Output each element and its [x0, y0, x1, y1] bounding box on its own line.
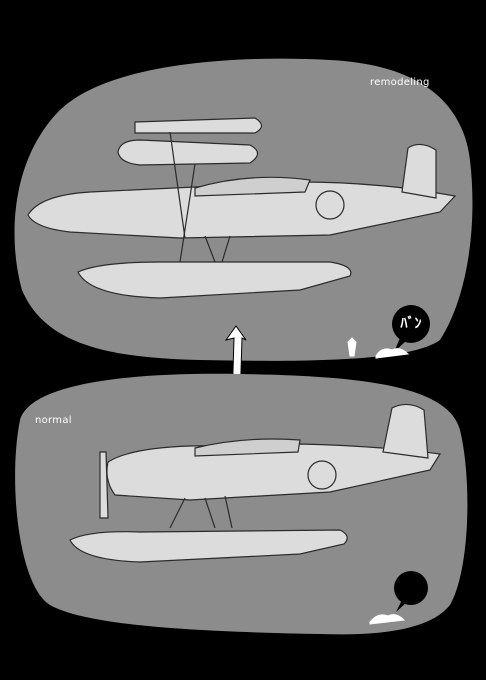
normal-aircraft: [69, 403, 442, 563]
speech-bubble-icon: [394, 571, 428, 605]
tail-fin: [401, 143, 437, 199]
strut-1: [169, 497, 186, 529]
main-float: [77, 261, 352, 299]
panel-bottom-blob: [15, 373, 468, 635]
speech-bubble-icon: [392, 305, 430, 343]
speech-bubble-bottom: [394, 571, 428, 612]
strut-2: [179, 163, 196, 263]
upper-pod-2: [117, 139, 259, 166]
fuselage: [27, 181, 457, 239]
strut-3: [204, 235, 216, 263]
panel-top-label: remodeling: [370, 77, 430, 88]
fuselage: [106, 443, 442, 501]
rubble-bottom: [369, 614, 406, 625]
main-float: [69, 529, 348, 563]
roundel: [307, 460, 337, 490]
strut-4: [221, 235, 231, 263]
upper-pod-1: [134, 117, 263, 134]
rubble: [369, 614, 406, 625]
strut-2: [204, 497, 216, 529]
propeller: [99, 451, 109, 519]
panel-bottom: [15, 373, 468, 635]
canopy: [194, 438, 301, 457]
speech-bubble-tail: [396, 600, 407, 612]
canopy: [194, 176, 311, 197]
strut-3: [224, 495, 233, 529]
strut-1: [169, 131, 186, 239]
panel-bottom-label: normal: [35, 415, 72, 426]
remodeled-aircraft: [27, 117, 457, 299]
chibi-figure-icon: [347, 337, 357, 357]
panel-top: [14, 58, 473, 361]
rubble: [375, 348, 410, 359]
chibi-figure-top: [347, 337, 410, 359]
tail-fin: [382, 403, 429, 459]
speech-bubble-text: ﾊﾞﾝ: [400, 316, 422, 332]
roundel: [315, 190, 345, 220]
